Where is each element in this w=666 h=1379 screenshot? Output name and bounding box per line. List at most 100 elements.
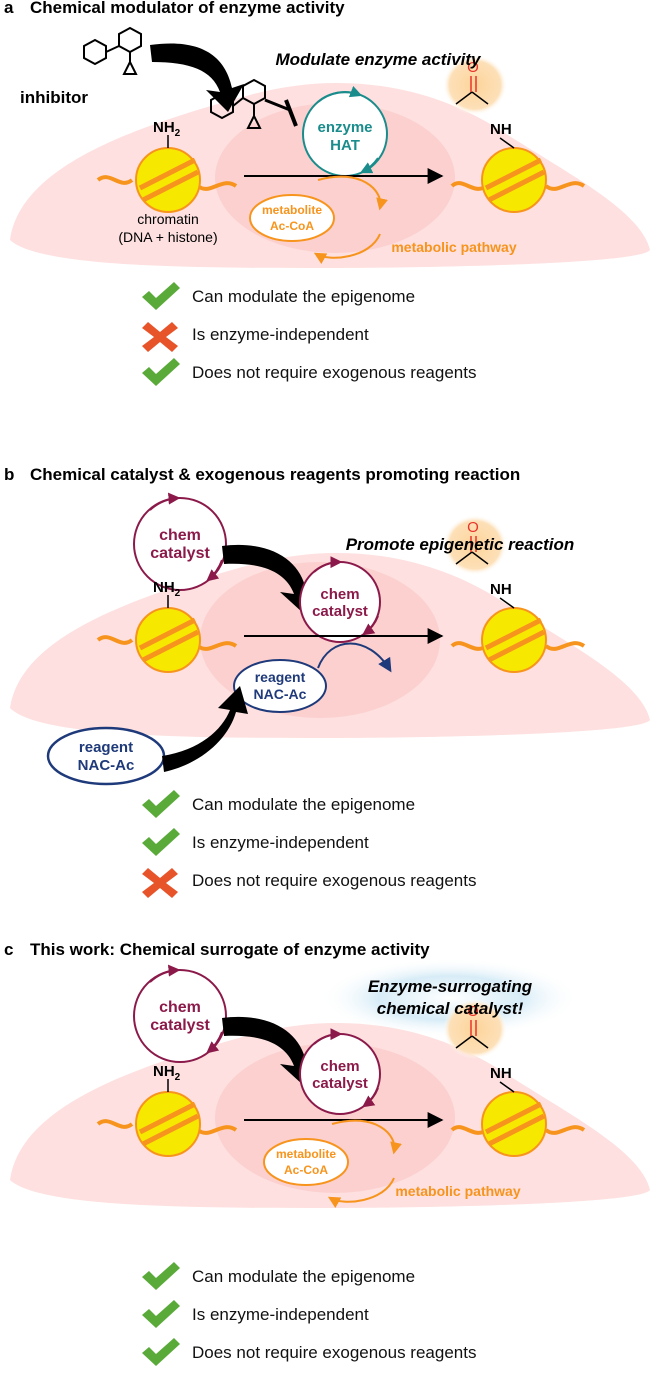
enzyme-cycle-arrow xyxy=(317,85,363,103)
nucleosome-left xyxy=(135,147,201,213)
check-icon xyxy=(140,828,186,858)
criterion-text: Is enzyme-independent xyxy=(192,1305,369,1324)
catalyst-label-1: chem xyxy=(320,586,359,603)
acetyl-glow xyxy=(443,55,507,115)
check-icon xyxy=(140,1300,186,1330)
nh-label: NH xyxy=(490,581,512,598)
panel-letter: a xyxy=(4,0,14,17)
metabolite-label-2: Ac-CoA xyxy=(270,219,314,233)
modulate-label: Modulate enzyme activity xyxy=(275,50,482,69)
chromatin-label-1: chromatin xyxy=(137,211,198,227)
panel-title: Chemical modulator of enzyme activity xyxy=(30,0,345,17)
nh-label: NH xyxy=(490,1065,512,1082)
catalyst-label-2: catalyst xyxy=(312,1075,368,1092)
metabolite-label-1: metabolite xyxy=(276,1147,336,1161)
panel-c-diagram: chem catalyst chem catalyst metabolite A… xyxy=(10,958,650,1208)
criterion-text: Does not require exogenous reagents xyxy=(192,1343,477,1362)
nh2-label: NH2 xyxy=(153,119,181,139)
catalyst-arrow xyxy=(222,544,318,612)
criterion-text: Can modulate the epigenome xyxy=(192,795,416,814)
nucleosome-right xyxy=(481,147,547,213)
reagent-ellipse-outer xyxy=(46,726,166,786)
panel-c-header: c This work: Chemical surrogate of enzyme… xyxy=(4,940,430,960)
inhibitor-molecule xyxy=(83,26,142,75)
criterion-text: Does not require exogenous reagents xyxy=(192,871,477,890)
surrogate-label-1: Enzyme-surrogating xyxy=(368,977,533,996)
nucleosome-right xyxy=(481,607,547,673)
cross-icon xyxy=(140,320,186,352)
criterion-text: Can modulate the epigenome xyxy=(192,287,416,306)
reagent-label-1: reagent xyxy=(79,739,133,756)
panel-b: b Chemical catalyst & exogenous reagents … xyxy=(0,460,666,920)
panel-letter: c xyxy=(4,940,14,959)
reagent-label-2: NAC-Ac xyxy=(254,686,307,702)
check-icon xyxy=(140,358,186,388)
cross-icon xyxy=(140,866,186,898)
panel-title: Chemical catalyst & exogenous reagents p… xyxy=(30,465,521,484)
metabolite-ellipse xyxy=(249,194,335,242)
inhibitor-docked xyxy=(210,78,298,129)
catalyst-label-2: catalyst xyxy=(150,545,210,562)
o-label: O xyxy=(467,59,479,76)
criterion-text: Is enzyme-independent xyxy=(192,833,369,852)
criterion-row: Is enzyme-independent xyxy=(140,316,476,354)
criterion-row: Is enzyme-independent xyxy=(140,824,476,862)
reagent-consumed-arrow xyxy=(317,642,392,673)
catalyst-label-2: catalyst xyxy=(312,603,368,620)
criteria-list: Can modulate the epigenome Is enzyme-ind… xyxy=(140,1258,476,1372)
inhibitor-label: inhibitor xyxy=(20,88,88,107)
panel-b-diagram: chem catalyst chem catalyst reagent NAC-… xyxy=(10,492,650,786)
criterion-row: Is enzyme-independent xyxy=(140,1296,476,1334)
nh2-label: NH2 xyxy=(153,579,181,599)
panel-c: c This work: Chemical surrogate of enzyme… xyxy=(0,940,666,1379)
criterion-row: Can modulate the epigenome xyxy=(140,786,476,824)
o-label: O xyxy=(467,1003,479,1020)
reagent-label-1: reagent xyxy=(255,669,306,685)
criterion-text: Can modulate the epigenome xyxy=(192,1267,416,1286)
criterion-row: Can modulate the epigenome xyxy=(140,278,476,316)
nucleosome-left xyxy=(135,607,201,673)
surrogate-glow xyxy=(320,958,580,1038)
catalyst-label-1: chem xyxy=(159,527,201,544)
criterion-row: Does not require exogenous reagents xyxy=(140,862,476,900)
metabolic-cycle xyxy=(317,175,388,211)
metabolite-label-2: Ac-CoA xyxy=(284,1163,328,1177)
o-label: O xyxy=(467,519,479,536)
acetyl-group xyxy=(455,76,489,105)
reagent-ellipse-inner xyxy=(233,659,327,713)
panel-a: a Chemical modulator of enzyme activity xyxy=(0,0,666,400)
nh2-label: NH2 xyxy=(153,1063,181,1083)
criteria-list: Can modulate the epigenome Is enzyme-ind… xyxy=(140,786,476,900)
check-icon xyxy=(140,282,186,312)
inhibitor-arrow xyxy=(150,43,244,112)
catalyst-arrow xyxy=(222,1016,318,1084)
panel-a-header: a Chemical modulator of enzyme activity xyxy=(4,0,345,18)
check-icon xyxy=(140,1262,186,1292)
surrogate-label-2: chemical catalyst! xyxy=(377,999,524,1018)
metabolite-ellipse xyxy=(263,1138,349,1186)
criterion-row: Does not require exogenous reagents xyxy=(140,354,476,392)
panel-a-diagram: enzyme HAT metabolite Ac-CoA metabolic p… xyxy=(10,26,650,268)
nucleosome-left xyxy=(135,1091,201,1157)
criteria-list: Can modulate the epigenome Is enzyme-ind… xyxy=(140,278,476,392)
panel-title: This work: Chemical surrogate of enzyme … xyxy=(30,940,430,959)
panel-letter: b xyxy=(4,465,15,484)
enzyme-label-1: enzyme xyxy=(317,119,372,136)
check-icon xyxy=(140,1338,186,1368)
criterion-row: Does not require exogenous reagents xyxy=(140,1334,476,1372)
nucleosome-right xyxy=(481,1091,547,1157)
criterion-row: Can modulate the epigenome xyxy=(140,1258,476,1296)
metabolite-label-1: metabolite xyxy=(262,203,322,217)
nh-label: NH xyxy=(490,121,512,138)
metabolic-cycle xyxy=(331,1119,402,1155)
check-icon xyxy=(140,790,186,820)
catalyst-label-2: catalyst xyxy=(150,1017,210,1034)
reagent-label-2: NAC-Ac xyxy=(78,757,135,774)
chromatin-label-2: (DNA + histone) xyxy=(118,229,217,245)
pathway-label: metabolic pathway xyxy=(391,239,516,255)
reagent-arrow xyxy=(162,686,248,772)
criterion-text: Does not require exogenous reagents xyxy=(192,363,477,382)
catalyst-label-1: chem xyxy=(320,1058,359,1075)
promote-label: Promote epigenetic reaction xyxy=(346,535,575,554)
dna-strand-left xyxy=(96,175,238,191)
